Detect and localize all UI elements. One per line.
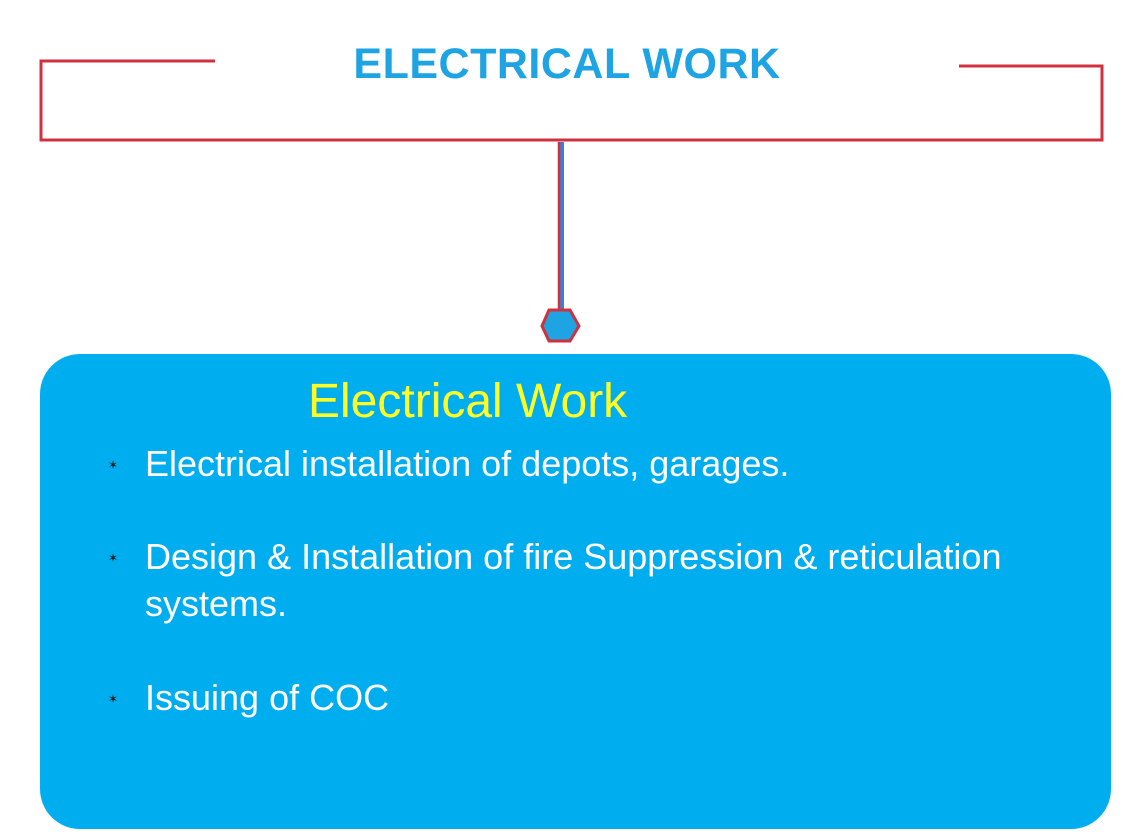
bracket-left-line bbox=[39, 59, 561, 142]
content-card: Electrical Work ✶ Electrical installatio… bbox=[40, 354, 1111, 829]
list-item-text: Issuing of COC bbox=[145, 677, 390, 718]
star-bullet-icon: ✶ bbox=[107, 692, 119, 706]
star-bullet-icon: ✶ bbox=[107, 551, 119, 565]
bracket-right-line bbox=[561, 64, 1104, 142]
bullet-list: ✶ Electrical installation of depots, gar… bbox=[40, 354, 1111, 829]
list-item-text: Electrical installation of depots, garag… bbox=[145, 443, 790, 484]
star-bullet-icon: ✶ bbox=[107, 458, 119, 472]
header-title: ELECTRICAL WORK bbox=[353, 40, 781, 88]
hexagon-node-icon bbox=[540, 308, 581, 343]
card-title: Electrical Work bbox=[308, 375, 628, 428]
list-item-text: Design & Installation of fire Suppressio… bbox=[145, 536, 1002, 624]
